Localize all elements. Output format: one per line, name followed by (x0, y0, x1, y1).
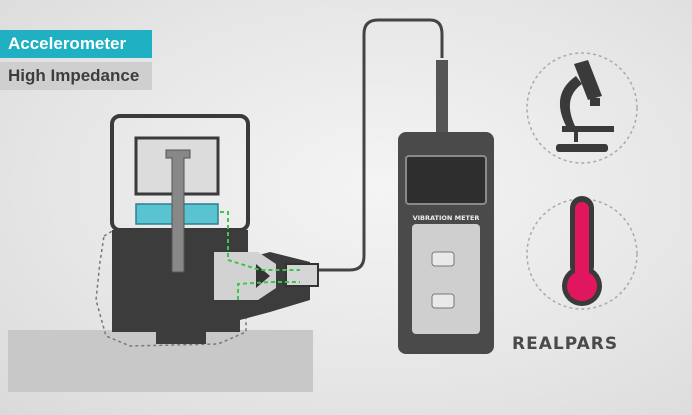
signal-path-upper (220, 211, 300, 271)
vibration-meter: VIBRATION METER (398, 60, 494, 354)
thermometer-icon (526, 196, 638, 310)
mounting-stud (156, 332, 206, 344)
meter-display (405, 155, 487, 205)
meter-probe (436, 60, 448, 132)
cable-connector (285, 263, 319, 287)
realpars-logo: REALPARS (512, 334, 619, 354)
high-impedance-label: High Impedance (0, 62, 152, 90)
meter-button-2 (431, 293, 455, 309)
accelerometer-label: Accelerometer (0, 30, 152, 58)
accelerometer-sensor (95, 114, 319, 347)
signal-path-lower (237, 281, 300, 300)
charge-amplifier (214, 252, 276, 300)
mounting-adhesive (95, 229, 247, 347)
microscope-icon (526, 52, 638, 164)
meter-label: VIBRATION METER (413, 214, 480, 222)
meter-button-1 (431, 251, 455, 267)
center-post (165, 149, 191, 273)
meter-keypad (412, 224, 480, 334)
signal-cable (318, 18, 444, 272)
